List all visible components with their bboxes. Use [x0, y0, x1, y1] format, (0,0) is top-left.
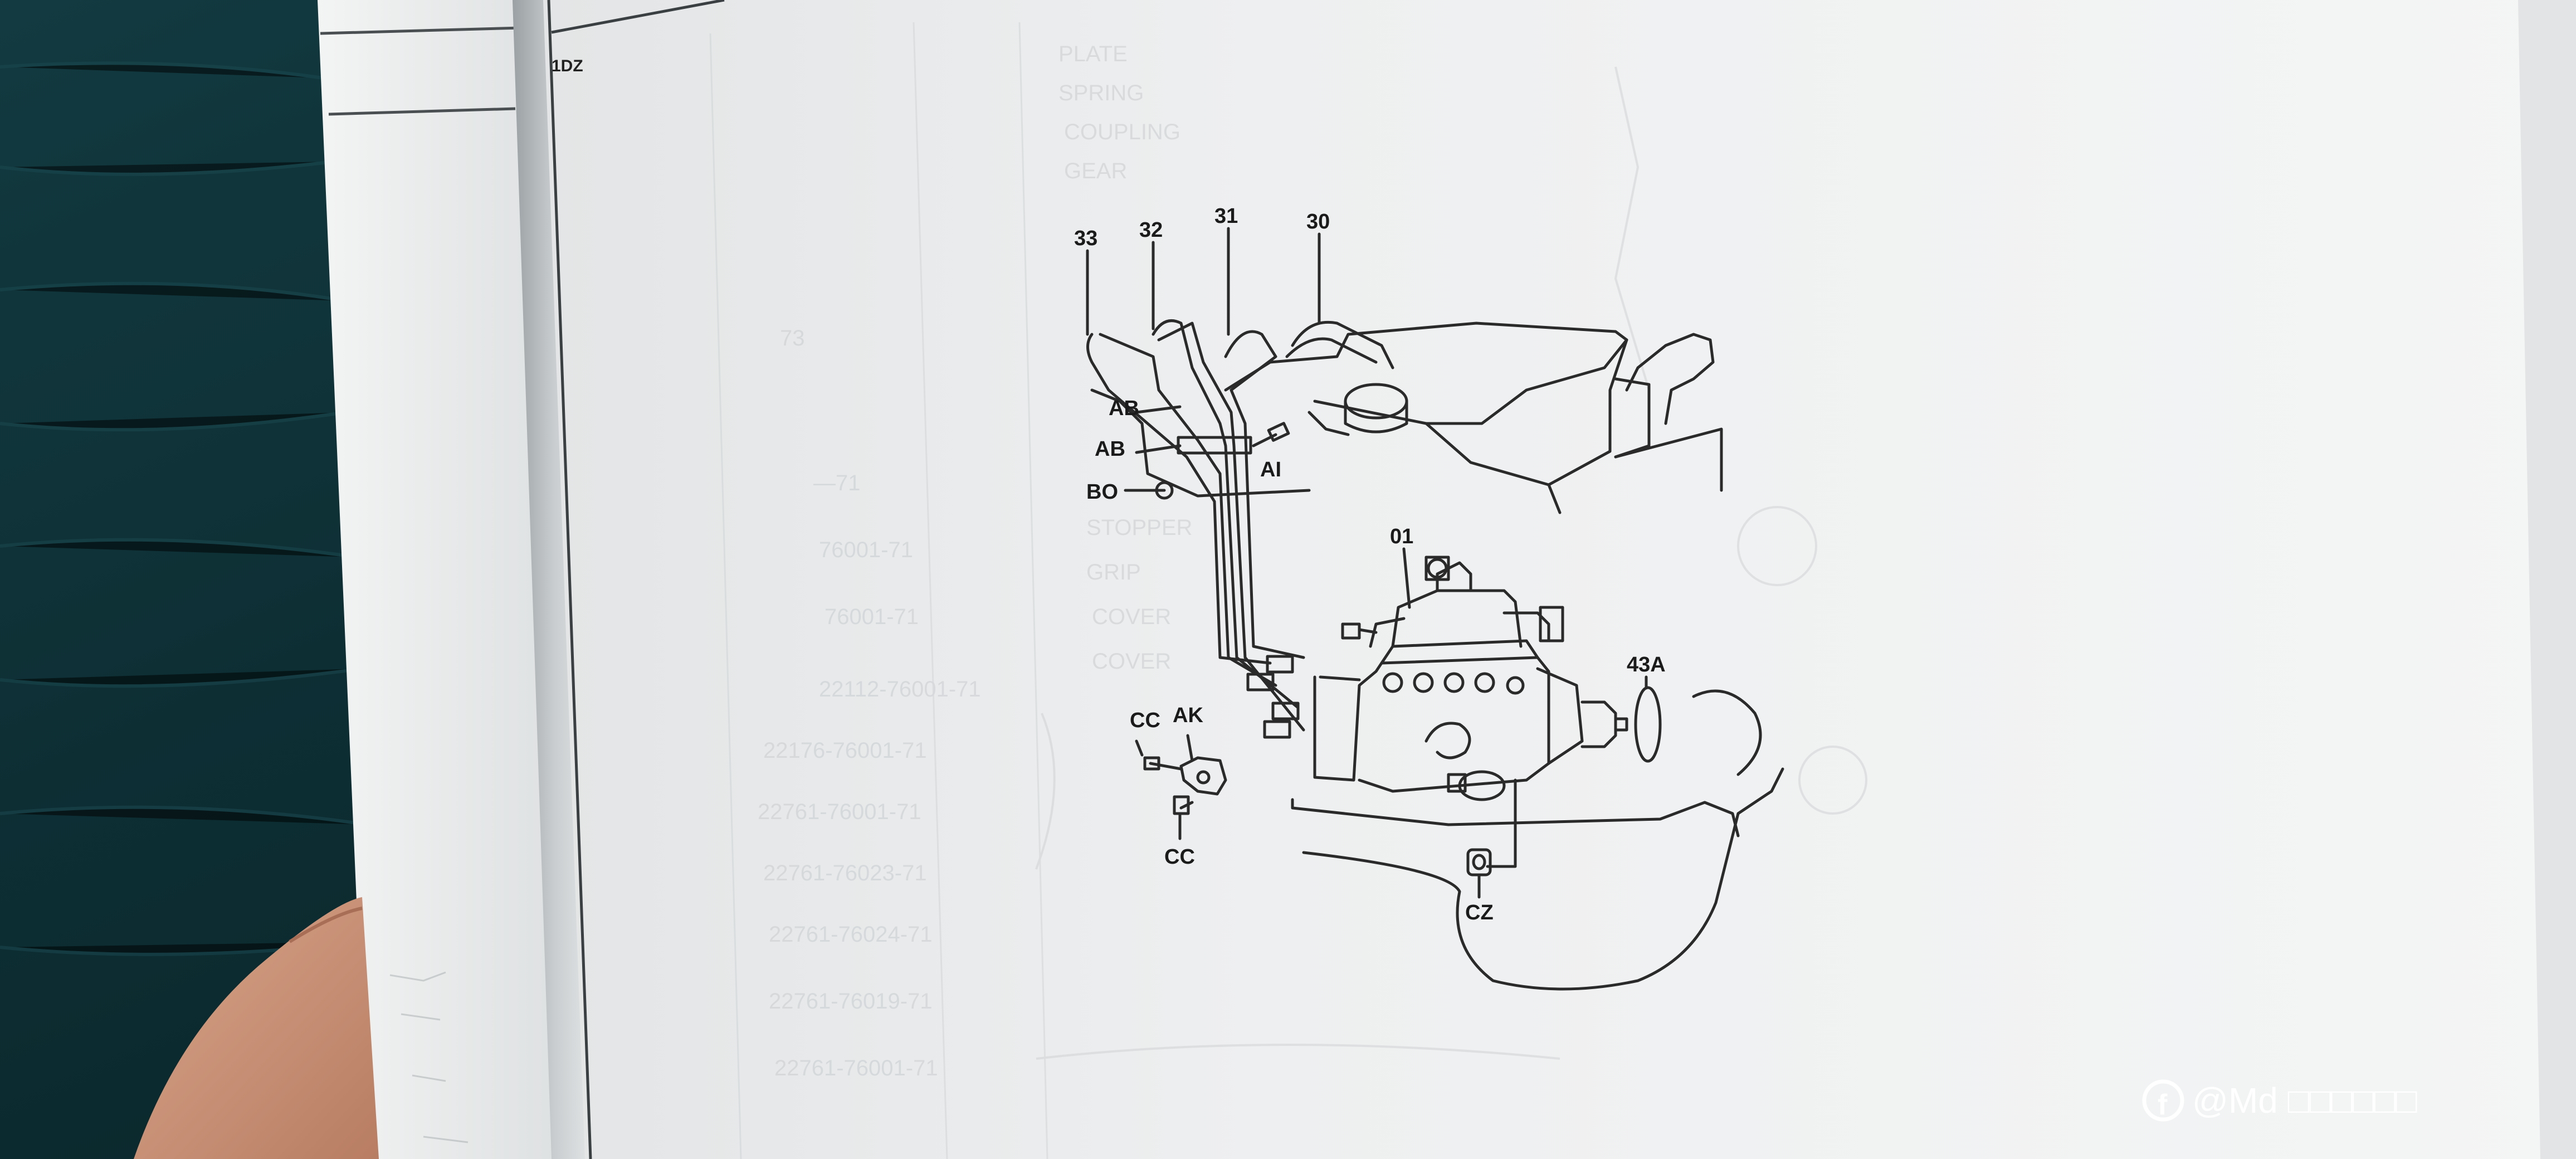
- leaf-edge-line: [328, 107, 516, 116]
- diagram-callouts: 33 32 31 30 AB AB BO AI 01 43A CC AK CC …: [1074, 204, 1666, 924]
- svg-text:22761-76024-71: 22761-76024-71: [769, 922, 933, 947]
- callout-label: 33: [1074, 227, 1097, 250]
- svg-text:COUPLING: COUPLING: [1064, 120, 1180, 144]
- left-leaf-bleed: [389, 971, 469, 1143]
- callout-label: 01: [1390, 525, 1413, 548]
- facebook-f-glyph: f: [2158, 1089, 2168, 1121]
- page-right-edge: [2518, 0, 2576, 1159]
- page-top-rule: [551, 0, 725, 34]
- svg-text:22761-76023-71: 22761-76023-71: [763, 861, 927, 885]
- callout-label: AI: [1260, 458, 1281, 481]
- svg-text:22112-76001-71: 22112-76001-71: [819, 677, 981, 702]
- callout-label: 30: [1306, 210, 1330, 233]
- catalog-page: [543, 0, 2576, 1159]
- fabric-texture: [0, 61, 374, 956]
- svg-text:STOPPER: STOPPER: [1086, 515, 1192, 540]
- svg-text:22176-76001-71: 22176-76001-71: [763, 738, 927, 763]
- callout-label: AK: [1173, 704, 1203, 727]
- callout-label: AB: [1109, 397, 1139, 420]
- bleed-through-table: 73 —71 76001-71 76001-71 22112-76001-71 …: [709, 22, 1867, 1159]
- svg-text:22761-76001-71: 22761-76001-71: [774, 1056, 938, 1080]
- callout-label: BO: [1086, 480, 1118, 504]
- svg-text:GEAR: GEAR: [1064, 159, 1127, 183]
- watermark: f @Md □□□□□□: [2142, 1079, 2417, 1122]
- svg-text:73: 73: [780, 326, 805, 350]
- svg-text:22761-76019-71: 22761-76019-71: [769, 989, 933, 1014]
- svg-text:COVER: COVER: [1092, 605, 1171, 629]
- callout-label: 31: [1214, 204, 1238, 228]
- watermark-text: @Md □□□□□□: [2192, 1080, 2417, 1121]
- facebook-icon: [2142, 1079, 2184, 1122]
- callout-label: 43A: [1627, 653, 1666, 676]
- svg-text:PLATE: PLATE: [1058, 42, 1128, 66]
- finger: [134, 897, 379, 1159]
- svg-text:COVER: COVER: [1092, 649, 1171, 674]
- svg-text:76001-71: 76001-71: [824, 605, 919, 629]
- injection-pump-diagram: [1086, 227, 1784, 991]
- left-page-leaf: [318, 0, 579, 1159]
- callout-label: CC: [1130, 709, 1160, 732]
- callout-label: CC: [1164, 845, 1195, 869]
- callout-label: AB: [1095, 437, 1125, 461]
- svg-text:76001-71: 76001-71: [819, 538, 913, 562]
- svg-text:SPRING: SPRING: [1058, 81, 1144, 105]
- svg-text:22761-76001-71: 22761-76001-71: [758, 800, 921, 824]
- page-header-code: 1DZ: [552, 57, 583, 75]
- finger-crease: [289, 907, 363, 943]
- callout-label: CZ: [1465, 901, 1494, 924]
- leaf-edge-line: [320, 26, 521, 35]
- callout-label: 32: [1139, 218, 1163, 242]
- svg-text:GRIP: GRIP: [1086, 560, 1141, 585]
- svg-text:—71: —71: [813, 471, 861, 495]
- page-border-line: [547, 0, 592, 1159]
